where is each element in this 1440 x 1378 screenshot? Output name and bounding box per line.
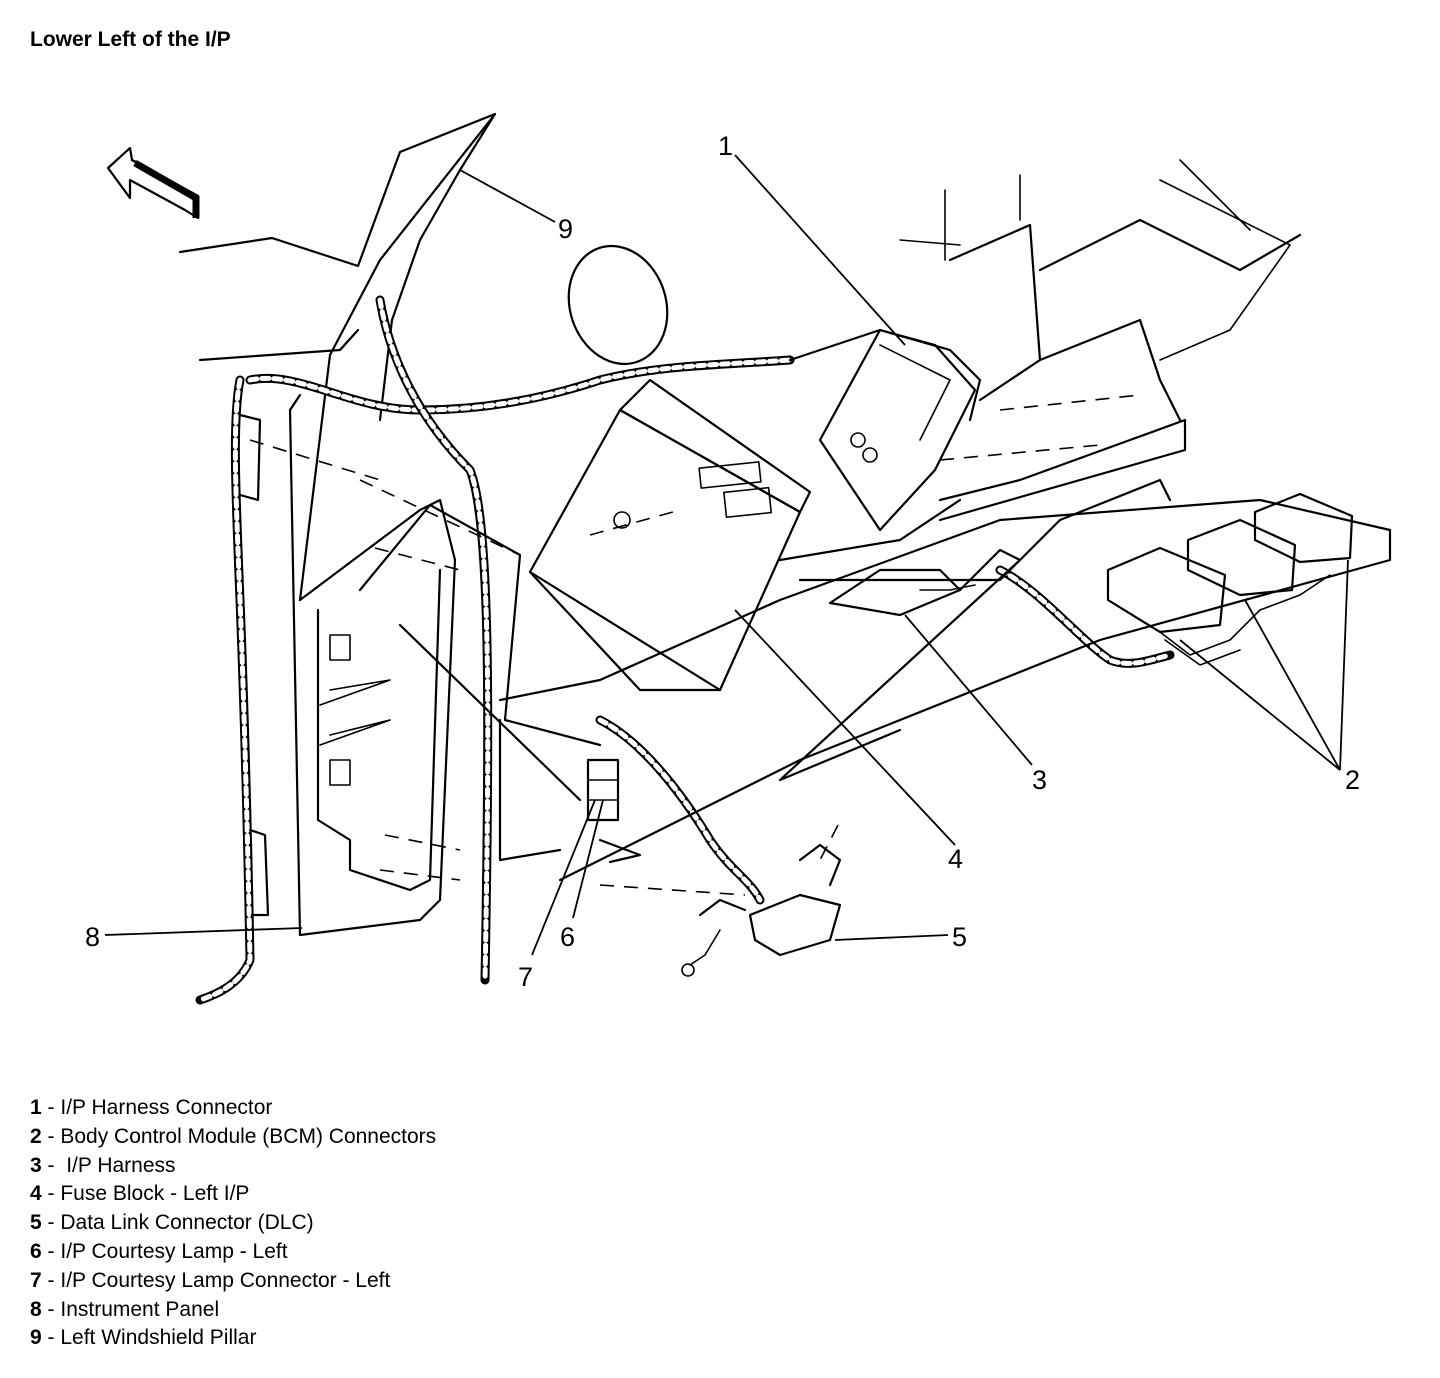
legend-item: 6 - I/P Courtesy Lamp - Left bbox=[30, 1238, 436, 1267]
legend-item: 1 - I/P Harness Connector bbox=[30, 1094, 436, 1123]
callout-leaders bbox=[104, 154, 1349, 956]
legend-separator: - bbox=[41, 1297, 61, 1321]
legend-key: 3 bbox=[30, 1153, 42, 1177]
legend-key: 5 bbox=[30, 1211, 42, 1235]
bcm-connectors bbox=[1106, 492, 1354, 666]
legend-separator: - bbox=[41, 1182, 61, 1206]
upper-wire-harness bbox=[195, 295, 1175, 1005]
legend-item: 2 - Body Control Module (BCM) Connectors bbox=[30, 1123, 436, 1152]
legend-item: 4 - Fuse Block - Left I/P bbox=[30, 1180, 436, 1209]
callout-7: 7 bbox=[518, 962, 533, 992]
legend-separator: - bbox=[41, 1211, 61, 1235]
legend-item: 8 - Instrument Panel bbox=[30, 1296, 436, 1325]
legend-text: Left Windshield Pillar bbox=[60, 1326, 257, 1350]
legend-text: Fuse Block - Left I/P bbox=[60, 1182, 250, 1206]
legend-key: 2 bbox=[30, 1124, 42, 1148]
fuse-block-bracket bbox=[249, 439, 602, 881]
legend-key: 1 bbox=[30, 1096, 42, 1119]
legend-key: 8 bbox=[30, 1297, 42, 1321]
callout-1: 1 bbox=[718, 131, 733, 161]
ip-harness-routing bbox=[778, 478, 1172, 782]
legend-separator: - bbox=[41, 1124, 61, 1148]
callout-8: 8 bbox=[85, 922, 100, 952]
legend-text: Instrument Panel bbox=[60, 1297, 220, 1321]
legend-item: 3 - I/P Harness bbox=[30, 1152, 436, 1181]
legend-text: I/P Courtesy Lamp - Left bbox=[60, 1239, 288, 1263]
windshield-pillar-outline bbox=[178, 112, 497, 602]
legend-key: 9 bbox=[30, 1326, 42, 1350]
legend-separator: - bbox=[41, 1239, 61, 1263]
forward-arrow-icon bbox=[106, 146, 200, 220]
callout-labels: 1 2 3 4 5 6 7 8 9 bbox=[85, 131, 1360, 992]
round-cover bbox=[567, 244, 669, 366]
fuse-block bbox=[528, 378, 812, 692]
callout-2: 2 bbox=[1345, 765, 1360, 795]
legend-separator: - bbox=[41, 1268, 61, 1292]
data-link-connector bbox=[599, 824, 842, 977]
callout-6: 6 bbox=[560, 922, 575, 952]
legend-text: Data Link Connector (DLC) bbox=[60, 1211, 314, 1235]
legend-key: 4 bbox=[30, 1182, 42, 1206]
courtesy-lamp bbox=[586, 758, 642, 864]
legend-separator: - bbox=[41, 1153, 61, 1177]
callout-4: 4 bbox=[948, 844, 963, 874]
legend-text: I/P Courtesy Lamp Connector - Left bbox=[60, 1268, 391, 1292]
legend-text: I/P Harness bbox=[60, 1153, 176, 1177]
callout-5: 5 bbox=[952, 922, 967, 952]
callout-9: 9 bbox=[558, 214, 573, 244]
diagram-title: Lower Left of the I/P bbox=[30, 28, 231, 51]
ip-harness-connector bbox=[818, 328, 977, 532]
legend-item: 7 - I/P Courtesy Lamp Connector - Left bbox=[30, 1267, 436, 1296]
legend-text: Body Control Module (BCM) Connectors bbox=[60, 1124, 437, 1148]
legend-item: 5 - Data Link Connector (DLC) bbox=[30, 1209, 436, 1238]
legend-separator: - bbox=[41, 1096, 61, 1119]
callout-3: 3 bbox=[1032, 765, 1047, 795]
legend-text: I/P Harness Connector bbox=[60, 1096, 273, 1119]
instrument-panel-end bbox=[238, 393, 457, 937]
legend-item: 9 - Left Windshield Pillar bbox=[30, 1324, 436, 1353]
legend-key: 6 bbox=[30, 1239, 42, 1263]
legend-key: 7 bbox=[30, 1268, 42, 1292]
legend-separator: - bbox=[41, 1326, 61, 1350]
dash-structure bbox=[498, 159, 1392, 882]
